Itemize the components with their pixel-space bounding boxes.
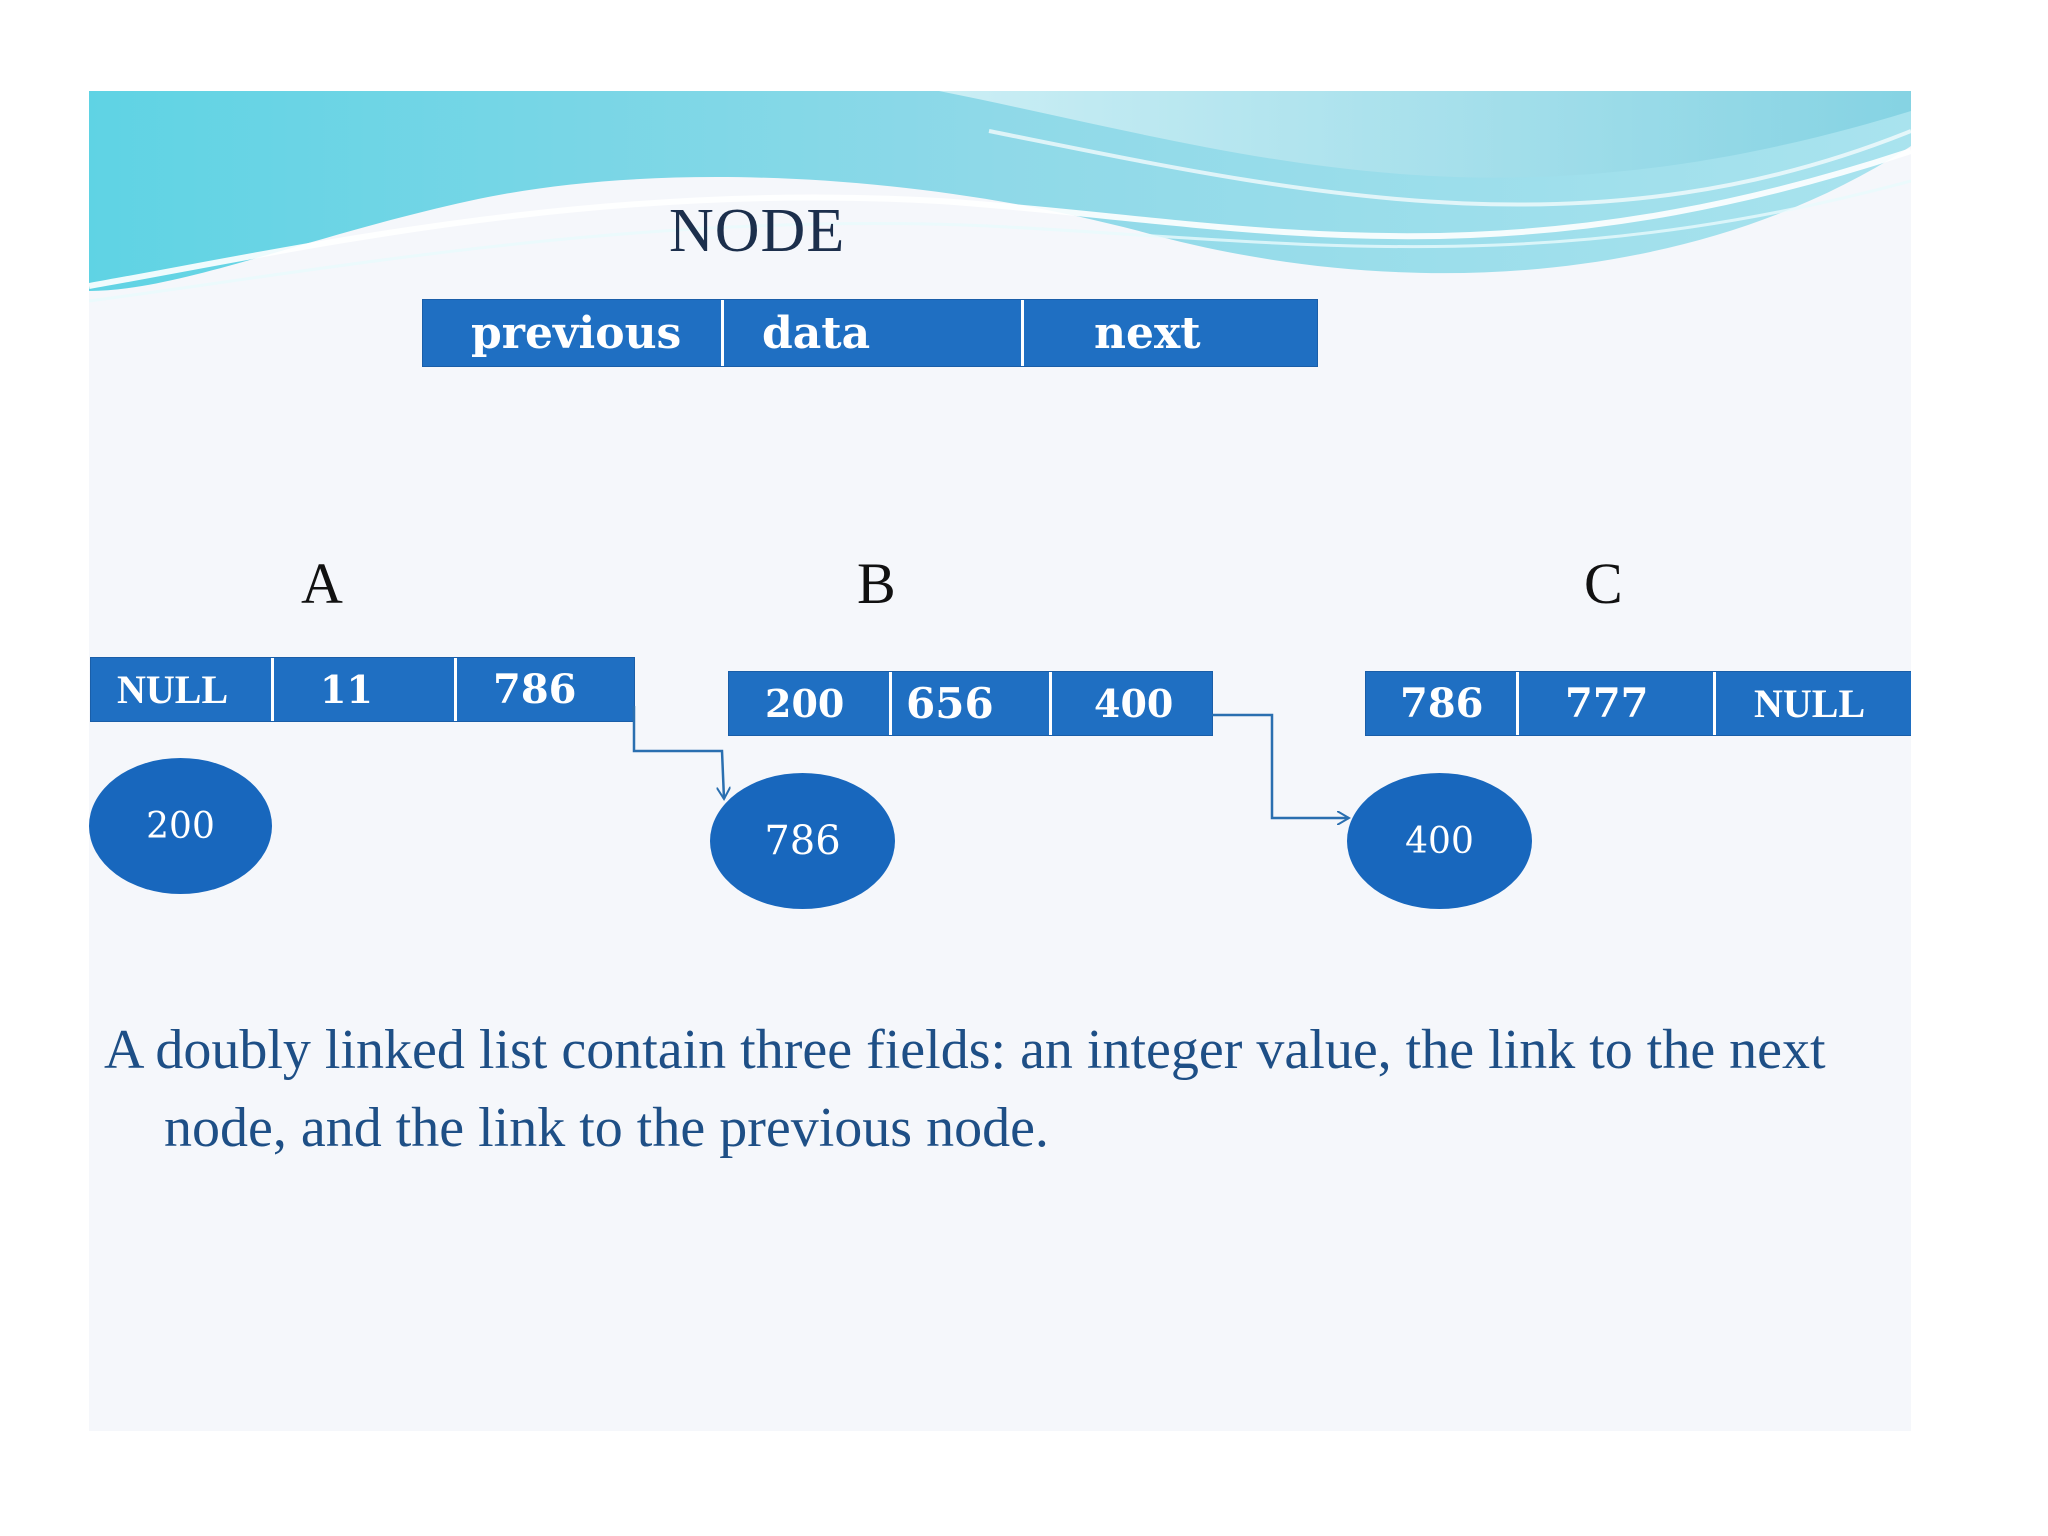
arrow-a-to-b (632, 706, 724, 799)
node-b-data: 656 (889, 672, 1049, 735)
arrow-b-to-c (1212, 713, 1349, 818)
caption-text: A doubly linked list contain three field… (104, 1019, 1826, 1159)
node-structure-bar: previous data next (423, 300, 1317, 366)
node-a-next: 786 (454, 658, 634, 721)
node-label-c: C (1584, 551, 1623, 616)
node-a-data: 11 (271, 658, 454, 721)
node-b-address: 786 (710, 773, 895, 909)
field-next: next (1021, 300, 1317, 366)
node-a-address: 200 (89, 758, 272, 894)
node-title: NODE (669, 197, 846, 265)
header-wave-decoration (89, 91, 1911, 303)
node-label-a: A (301, 551, 343, 616)
node-b-next: 400 (1049, 672, 1212, 735)
node-a-prev: NULL (117, 667, 229, 712)
node-c-next: NULL (1713, 672, 1911, 735)
node-a-bar: NULL 11 786 (91, 658, 634, 721)
field-previous: previous (471, 307, 682, 359)
connector-arrows (632, 706, 1911, 1431)
node-c-data: 777 (1516, 672, 1713, 735)
field-data: data (721, 300, 1021, 366)
node-b-bar: 200 656 400 (729, 672, 1212, 735)
node-c-bar: 786 777 NULL (1366, 672, 1911, 735)
node-c-prev: 786 (1400, 680, 1484, 727)
slide: NODE previous data next A B C NULL 11 78… (89, 91, 1911, 1431)
node-c-address: 400 (1347, 773, 1532, 909)
node-label-b: B (857, 551, 896, 616)
node-b-prev: 200 (765, 681, 845, 726)
